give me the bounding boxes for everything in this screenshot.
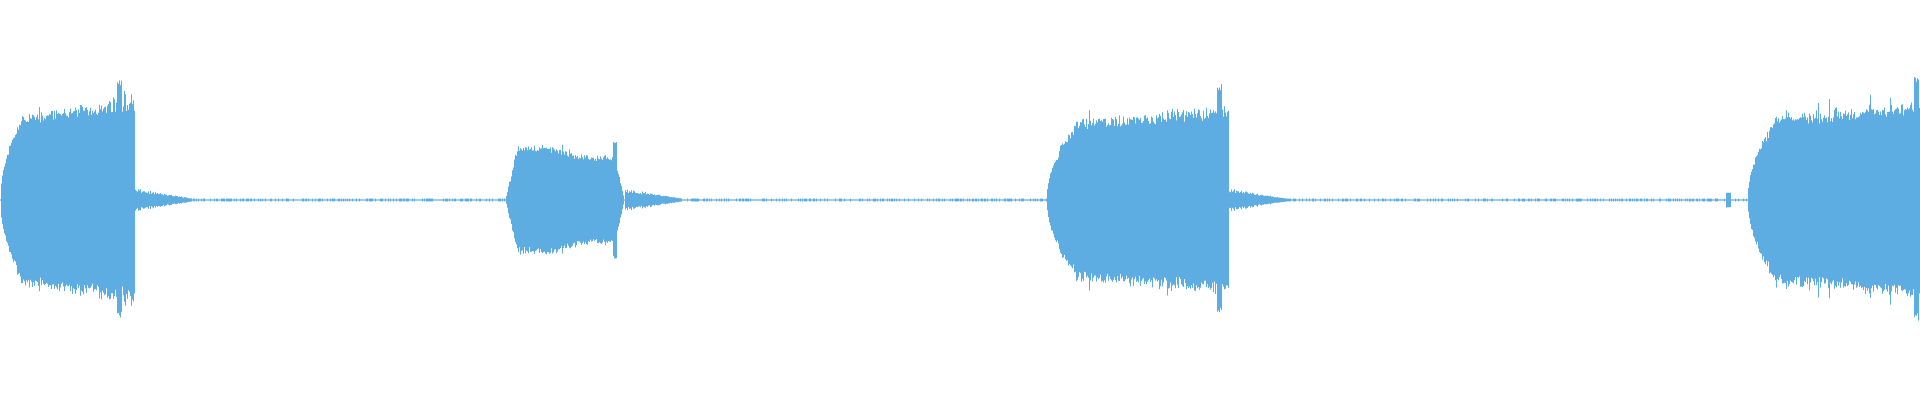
waveform-bars bbox=[0, 77, 1920, 321]
